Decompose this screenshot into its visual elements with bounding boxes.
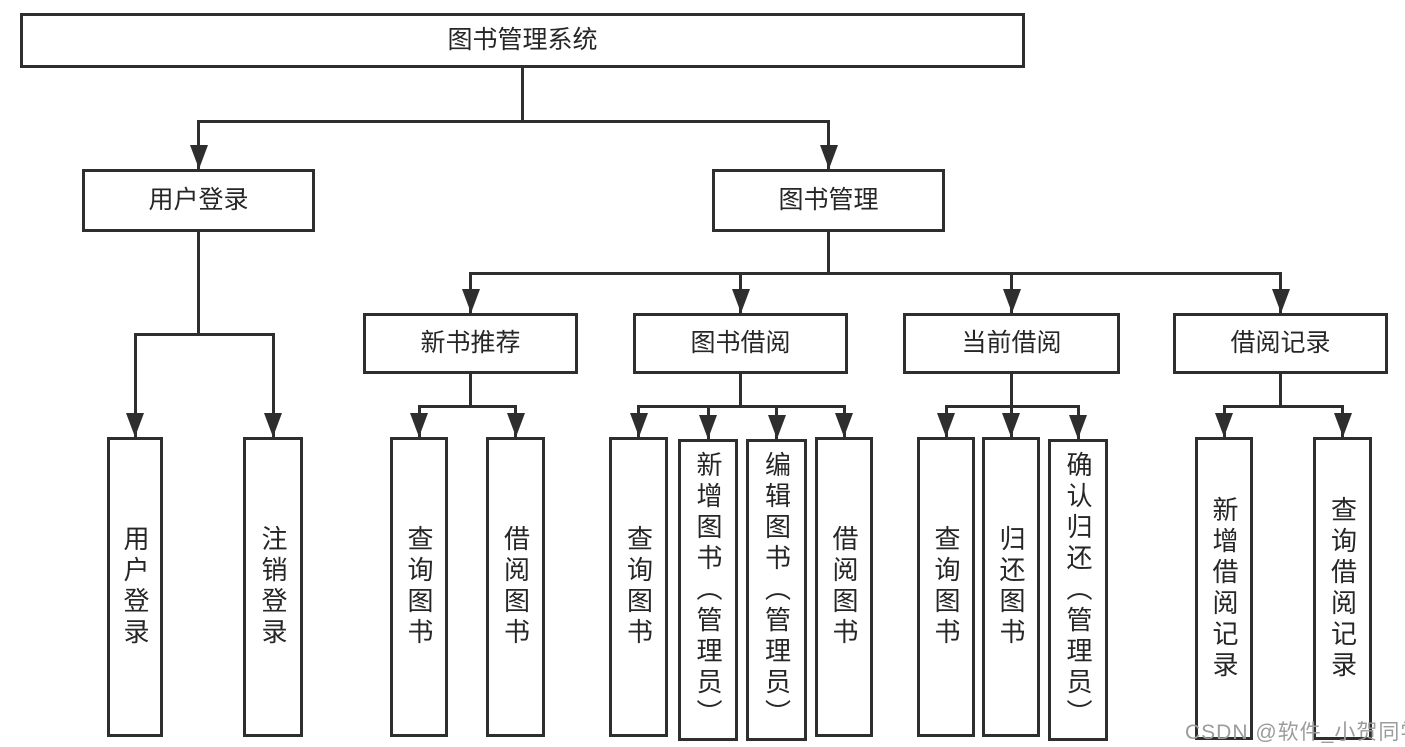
connector-line (827, 232, 830, 275)
node-label: 新书推荐 (420, 329, 521, 357)
arrow-down-icon (506, 413, 525, 437)
node-label: 借阅图书 (500, 525, 531, 649)
connector-line (1010, 374, 1013, 408)
connector-line (271, 334, 275, 437)
node-leaf-logout: 注销登录 (243, 437, 303, 737)
connector-line (417, 404, 517, 408)
node-borrowing-records: 借阅记录 (1173, 313, 1388, 374)
arrow-down-icon (264, 413, 282, 437)
arrow-down-icon (461, 289, 480, 313)
node-leaf-add-books-admin: 新增图书（管理员） (678, 439, 738, 741)
arrow-down-icon (1069, 415, 1087, 439)
connector-line (133, 332, 275, 336)
arrow-down-icon (767, 415, 786, 439)
node-root: 图书管理系统 (20, 13, 1025, 68)
watermark: CSDN @软件_小贺同学 (1185, 721, 1405, 744)
node-label: 图书管理 (778, 186, 879, 214)
node-leaf-borrow-books-1: 借阅图书 (486, 437, 545, 737)
connector-line (521, 68, 524, 123)
arrow-down-icon (699, 415, 717, 439)
arrow-down-icon (629, 413, 648, 437)
connector-line (739, 374, 742, 408)
node-label: 查询图书 (931, 525, 961, 649)
node-user-login: 用户登录 (82, 169, 315, 232)
node-leaf-return-books: 归还图书 (982, 437, 1040, 737)
arrow-down-icon (1002, 289, 1021, 313)
connector-line (1222, 404, 1344, 408)
arrow-down-icon (1271, 289, 1290, 313)
arrow-down-icon (410, 413, 428, 437)
node-label: 编辑图书（管理员） (761, 450, 792, 730)
node-label: 借阅图书 (829, 525, 859, 649)
arrow-down-icon (731, 289, 750, 313)
node-leaf-edit-books-admin: 编辑图书（管理员） (746, 439, 807, 741)
node-leaf-user-login: 用户登录 (107, 437, 163, 737)
arrow-down-icon (1333, 413, 1352, 437)
connector-line (637, 404, 846, 408)
node-book-management: 图书管理 (712, 169, 945, 232)
node-label: 确认归还（管理员） (1063, 450, 1093, 730)
node-label: 查询借阅记录 (1327, 495, 1358, 682)
connector-line (469, 271, 1282, 275)
node-leaf-query-books-3: 查询图书 (917, 437, 975, 737)
arrow-down-icon (937, 413, 955, 437)
node-label: 查询图书 (623, 525, 654, 649)
node-label: 当前借阅 (961, 329, 1062, 357)
arrow-down-icon (1002, 413, 1020, 437)
connector-line (133, 334, 137, 437)
arrow-down-icon (126, 413, 144, 437)
node-leaf-query-books-1: 查询图书 (390, 437, 448, 737)
node-label: 图书借阅 (690, 329, 791, 357)
node-current-borrowing: 当前借阅 (903, 313, 1120, 374)
node-leaf-query-borrow-record: 查询借阅记录 (1313, 437, 1372, 740)
node-label: 查询图书 (404, 525, 434, 649)
node-label: 归还图书 (996, 525, 1026, 649)
connector-line (197, 232, 200, 336)
node-leaf-query-books-2: 查询图书 (609, 437, 668, 737)
node-leaf-confirm-return: 确认归还（管理员） (1048, 439, 1108, 741)
node-label: 注销登录 (258, 525, 288, 649)
node-label: 用户登录 (120, 525, 150, 649)
connector-line (469, 374, 472, 408)
node-leaf-add-borrow-record: 新增借阅记录 (1195, 437, 1253, 740)
connector-line (197, 119, 830, 123)
node-new-book-recommend: 新书推荐 (363, 313, 578, 374)
node-label: 借阅记录 (1230, 329, 1331, 357)
node-label: 新增图书（管理员） (693, 450, 723, 730)
arrow-down-icon (1215, 413, 1233, 437)
arrow-down-icon (189, 145, 208, 169)
node-label: 图书管理系统 (447, 26, 598, 54)
connector-line (1279, 374, 1282, 408)
node-label: 新增借阅记录 (1209, 495, 1239, 682)
arrow-down-icon (819, 145, 838, 169)
node-label: 用户登录 (148, 186, 249, 214)
node-book-borrowing: 图书借阅 (633, 313, 848, 374)
arrow-down-icon (835, 413, 853, 437)
node-leaf-borrow-books-2: 借阅图书 (815, 437, 873, 737)
